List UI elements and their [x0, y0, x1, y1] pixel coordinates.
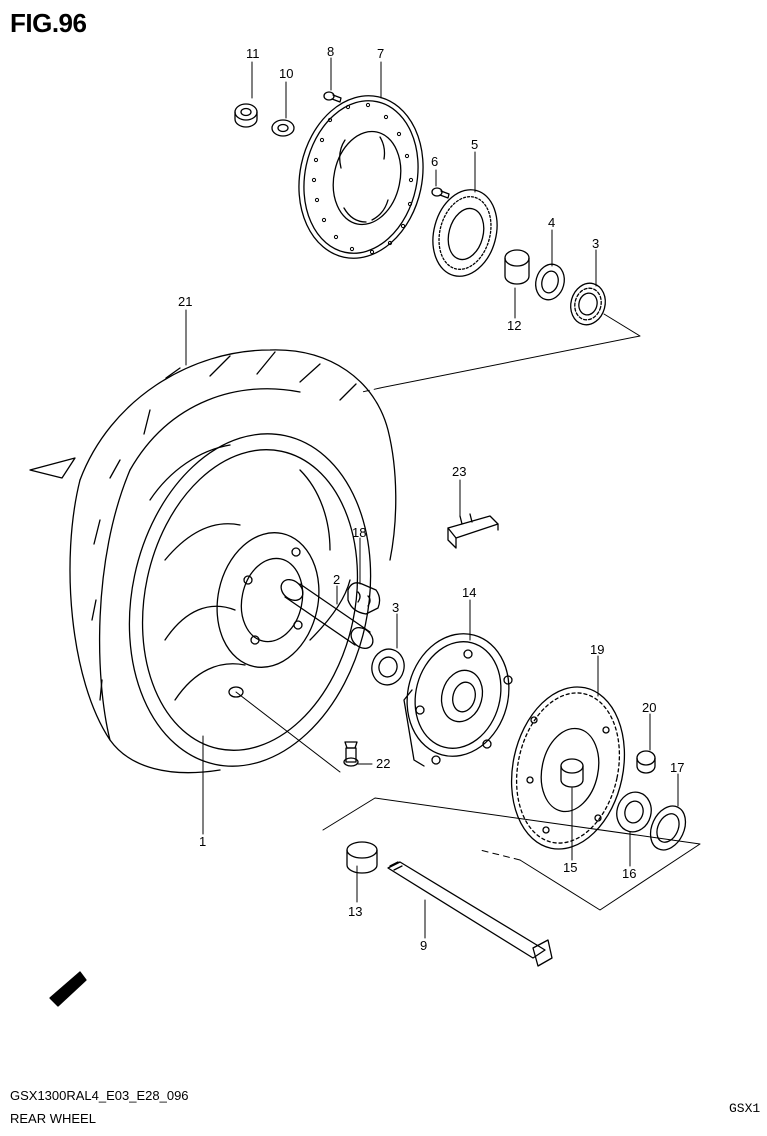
callout-3-lower: 3	[392, 600, 399, 615]
part-6-bolt	[431, 187, 450, 199]
part-15-spacer	[560, 758, 584, 788]
lower-axis-line	[322, 797, 701, 911]
callout-19: 19	[590, 642, 604, 657]
part-3-bearing-lower	[371, 648, 405, 686]
part-3-bearing-upper	[570, 282, 606, 326]
part-19-sprocket	[510, 686, 626, 850]
front-arrow-icon	[49, 971, 87, 1007]
callout-23: 23	[452, 464, 466, 479]
part-4-oil-seal	[535, 263, 565, 301]
callout-1: 1	[199, 834, 206, 849]
part-8-bolt	[323, 91, 342, 103]
figure-title: FIG.96	[10, 8, 87, 38]
part-16-bearing	[616, 791, 652, 833]
callout-18: 18	[352, 525, 366, 540]
callout-21: 21	[178, 294, 192, 309]
callout-10: 10	[279, 66, 293, 81]
part-23-balance-weight	[447, 513, 499, 549]
callout-11: 11	[246, 46, 260, 61]
callout-15: 15	[563, 860, 577, 875]
figure-name: REAR WHEEL	[10, 1111, 96, 1126]
part-10-washer	[271, 119, 295, 137]
part-20-nut	[636, 750, 656, 774]
part-14-sprocket-carrier	[403, 633, 513, 767]
figure-code: GSX1300RAL4_E03_E28_096	[10, 1088, 189, 1103]
callout-7: 7	[377, 46, 384, 61]
part-17-oil-seal	[649, 805, 687, 851]
rear-wheel-exploded-diagram: 11 10 8 7 6 5 4 3 12 21 23 18 2 3 14 19 …	[29, 44, 701, 1007]
callout-14: 14	[462, 585, 476, 600]
callout-8: 8	[327, 44, 334, 59]
part-9-axle	[387, 861, 553, 967]
callout-labels: 11 10 8 7 6 5 4 3 12 21 23 18 2 3 14 19 …	[178, 44, 684, 953]
callout-22: 22	[376, 756, 390, 771]
part-1-rim	[128, 433, 372, 767]
part-7-brake-disc	[298, 95, 424, 259]
callout-16: 16	[622, 866, 636, 881]
model-tag: GSX1	[729, 1101, 761, 1116]
callout-13: 13	[348, 904, 362, 919]
leader-lines	[185, 57, 679, 939]
part-18-damper	[347, 582, 381, 615]
callout-4: 4	[548, 215, 555, 230]
callout-20: 20	[642, 700, 656, 715]
callout-17: 17	[670, 760, 684, 775]
part-11-nut	[234, 103, 258, 128]
callout-6: 6	[431, 154, 438, 169]
part-22-valve	[343, 741, 359, 767]
callout-5: 5	[471, 137, 478, 152]
callout-12: 12	[507, 318, 521, 333]
callout-9: 9	[420, 938, 427, 953]
upper-axis-line	[379, 313, 641, 389]
part-12-spacer	[504, 249, 530, 285]
callout-2: 2	[333, 572, 340, 587]
part-21-tire	[29, 349, 397, 774]
part-2-spacer-tube	[280, 579, 374, 649]
part-13-spacer	[346, 841, 378, 874]
callout-3-upper: 3	[592, 236, 599, 251]
part-5-sensor-ring	[432, 189, 498, 277]
